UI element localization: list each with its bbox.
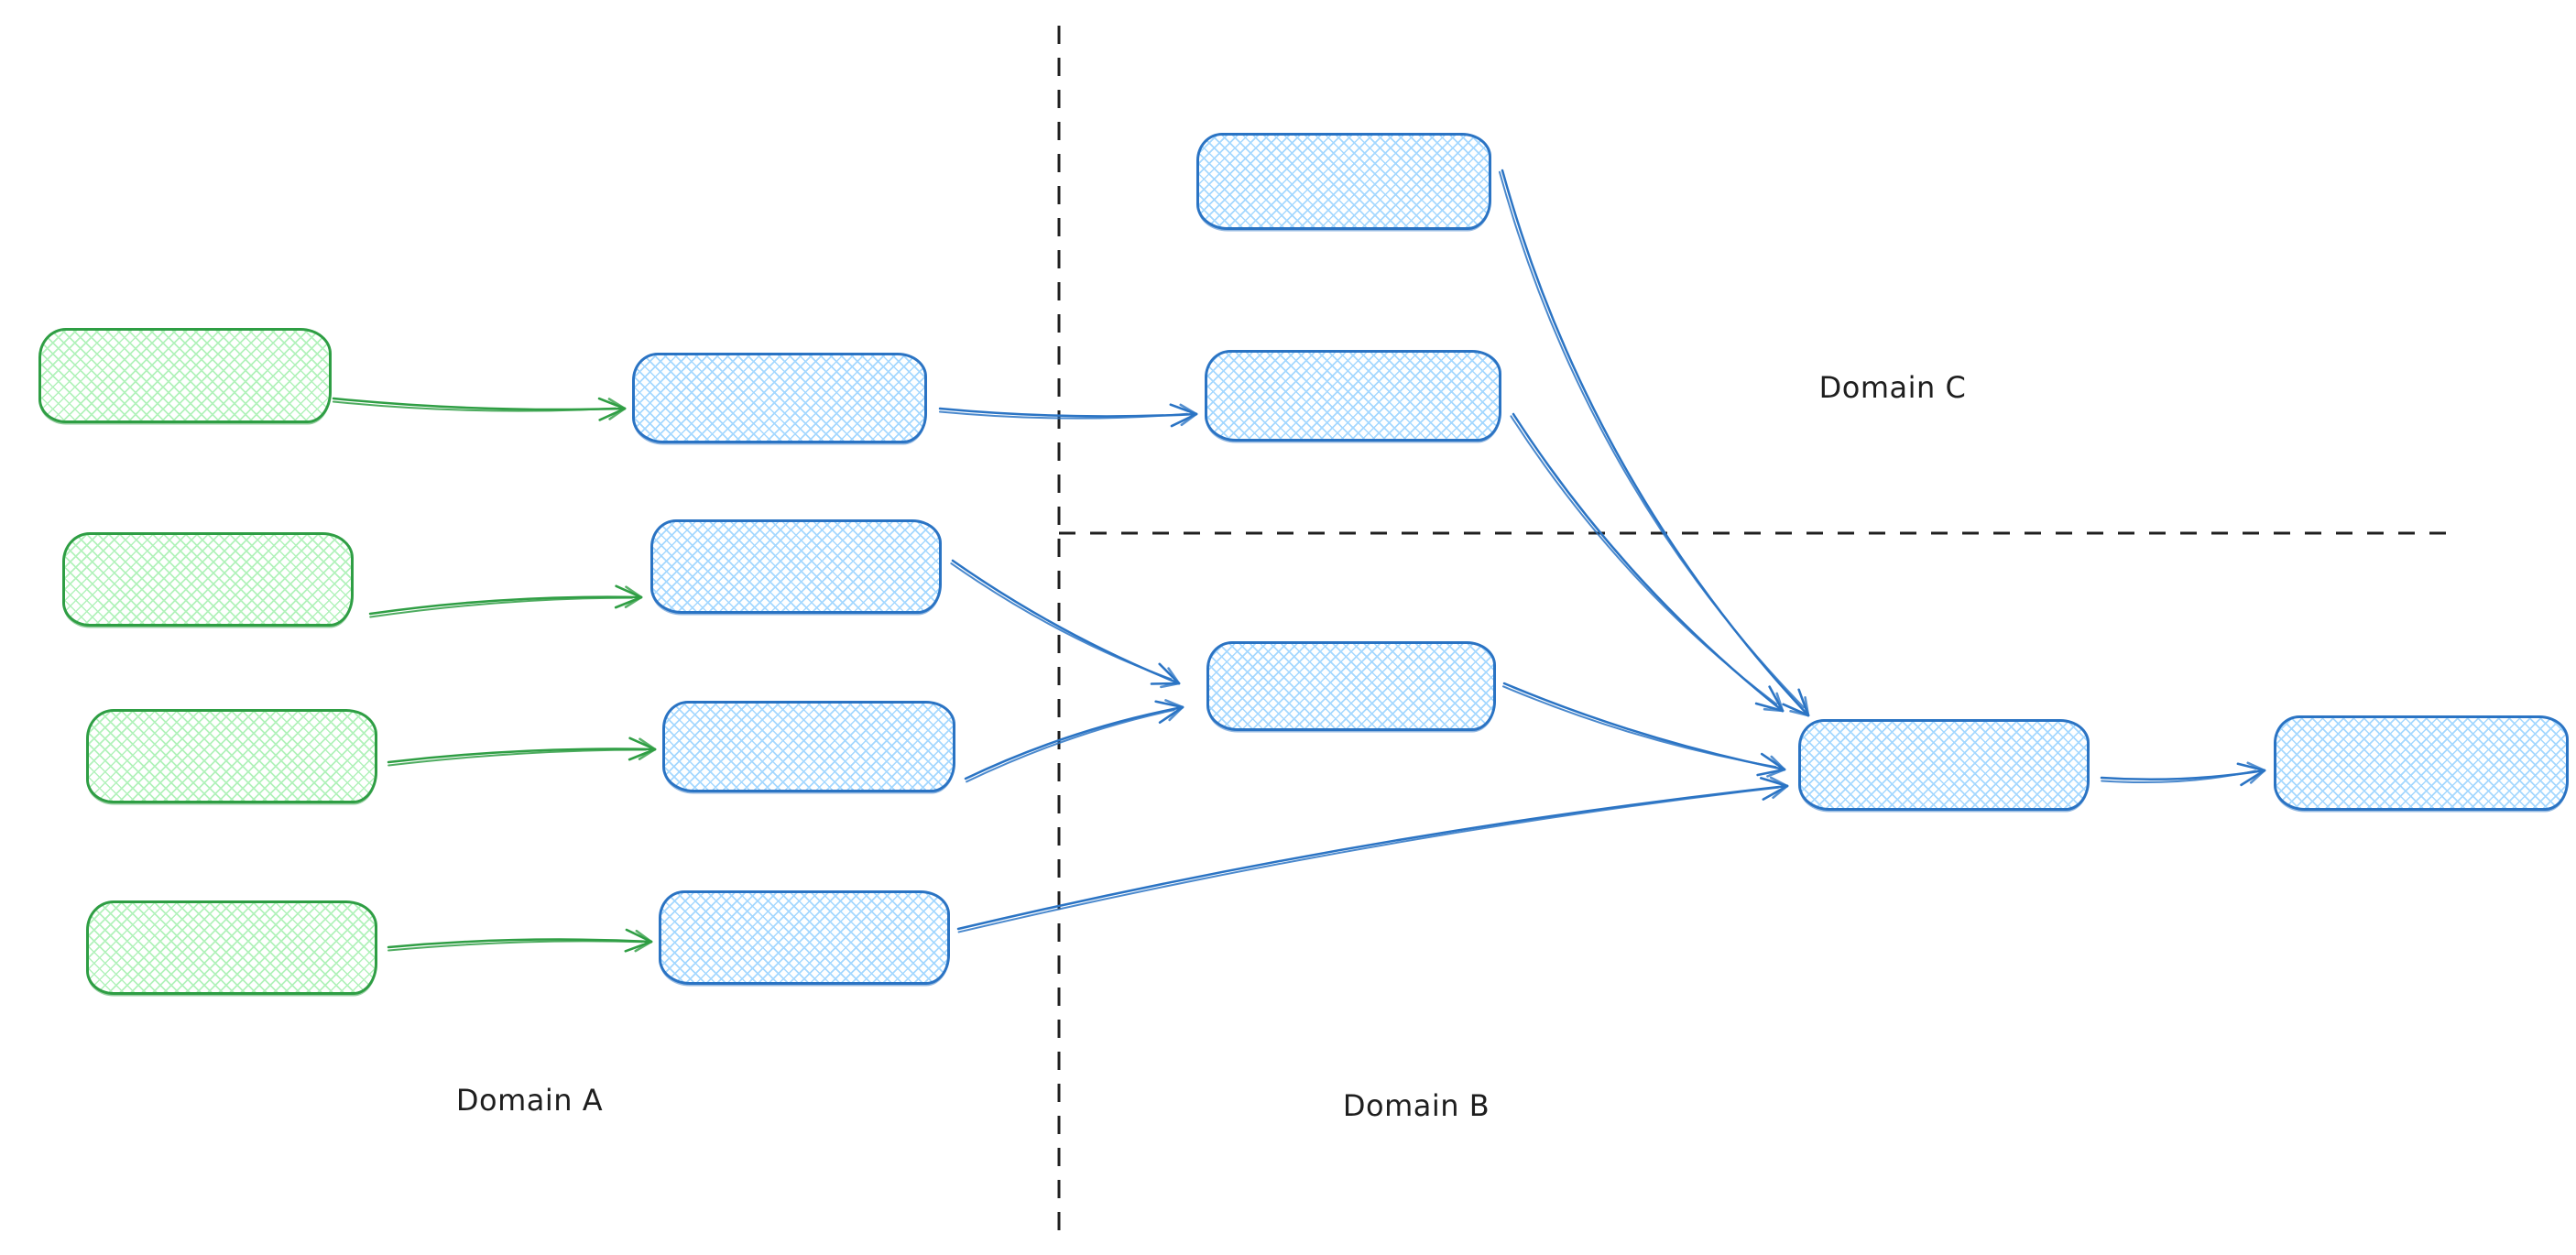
edge-c3-d1[interactable]	[1501, 682, 1786, 778]
edge-a1-b1[interactable]	[332, 397, 627, 421]
node-b4[interactable]	[659, 890, 950, 985]
node-c3[interactable]	[1206, 641, 1496, 731]
edge-c2-d1[interactable]	[1510, 412, 1785, 713]
edge-a3-b3[interactable]	[387, 737, 657, 767]
label-domain-c[interactable]: Domain C	[1818, 370, 1967, 405]
node-d1[interactable]	[1798, 719, 2090, 811]
label-domain-b[interactable]: Domain B	[1342, 1088, 1490, 1123]
edge-b1-c2[interactable]	[938, 403, 1198, 428]
node-a4[interactable]	[86, 900, 377, 995]
node-b2[interactable]	[650, 519, 942, 614]
node-b1[interactable]	[632, 353, 927, 443]
node-a3[interactable]	[86, 709, 377, 803]
edge-b3-c3[interactable]	[964, 699, 1184, 783]
edge-b4-d1[interactable]	[956, 776, 1789, 933]
node-b3[interactable]	[662, 701, 955, 792]
node-a1[interactable]	[38, 328, 332, 423]
edge-b2-c3[interactable]	[950, 559, 1181, 689]
node-c1[interactable]	[1196, 133, 1491, 230]
node-c2[interactable]	[1205, 350, 1501, 442]
edge-c1-d1[interactable]	[1498, 169, 1810, 717]
node-a2[interactable]	[62, 532, 354, 627]
edge-a4-b4[interactable]	[387, 928, 653, 953]
edge-d1-d2[interactable]	[2100, 761, 2266, 787]
node-d2[interactable]	[2274, 715, 2569, 811]
label-domain-a[interactable]: Domain A	[455, 1083, 604, 1118]
edge-a2-b2[interactable]	[368, 584, 643, 618]
